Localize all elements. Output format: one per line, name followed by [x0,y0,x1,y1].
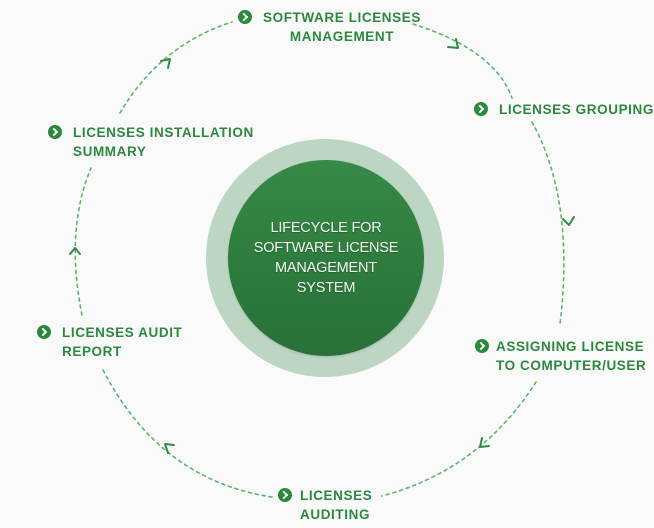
chevron-right-circle-icon [278,488,292,502]
arrow-head-icon [164,443,175,454]
step-licenses-auditing: LICENSES AUDITING [278,486,372,524]
center-title: LIFECYCLE FOR SOFTWARE LICENSE MANAGEMEN… [253,220,399,296]
arc-installation-to-management [119,21,233,114]
step-assigning-license: ASSIGNING LICENSE TO COMPUTER/USER [475,337,646,375]
arc-grouping-to-assigning [531,121,565,325]
step-label: LICENSES AUDITING [300,488,373,522]
arrow-head-icon [160,58,171,69]
step-label: SOFTWARE LICENSES MANAGEMENT [263,10,421,44]
chevron-right-circle-icon [475,339,489,353]
step-licenses-audit-report: LICENSES AUDIT REPORT [37,323,182,361]
arrow-head-icon [447,38,459,49]
chevron-right-circle-icon [474,102,488,116]
step-label: LICENSES AUDIT REPORT [62,325,183,359]
arrow-head-icon [479,437,490,448]
arc-management-to-grouping [412,23,513,99]
step-label: LICENSES GROUPING [499,102,654,117]
chevron-right-circle-icon [48,125,62,139]
step-label: ASSIGNING LICENSE TO COMPUTER/USER [496,339,647,373]
step-licenses-installation-summary: LICENSES INSTALLATION SUMMARY [48,123,254,161]
step-label: LICENSES INSTALLATION SUMMARY [73,125,254,159]
chevron-right-circle-icon [238,10,252,24]
arrow-head-icon [562,216,575,226]
arc-assigning-to-auditing [381,381,537,497]
arc-report-to-installation [74,167,92,316]
center-circle: LIFECYCLE FOR SOFTWARE LICENSE MANAGEMEN… [228,160,424,356]
chevron-right-circle-icon [37,325,51,339]
arrow-head-icon [69,247,81,255]
step-licenses-grouping: LICENSES GROUPING [474,100,654,119]
arc-auditing-to-report [102,369,273,498]
step-software-licenses-management: SOFTWARE LICENSES MANAGEMENT [238,8,421,46]
